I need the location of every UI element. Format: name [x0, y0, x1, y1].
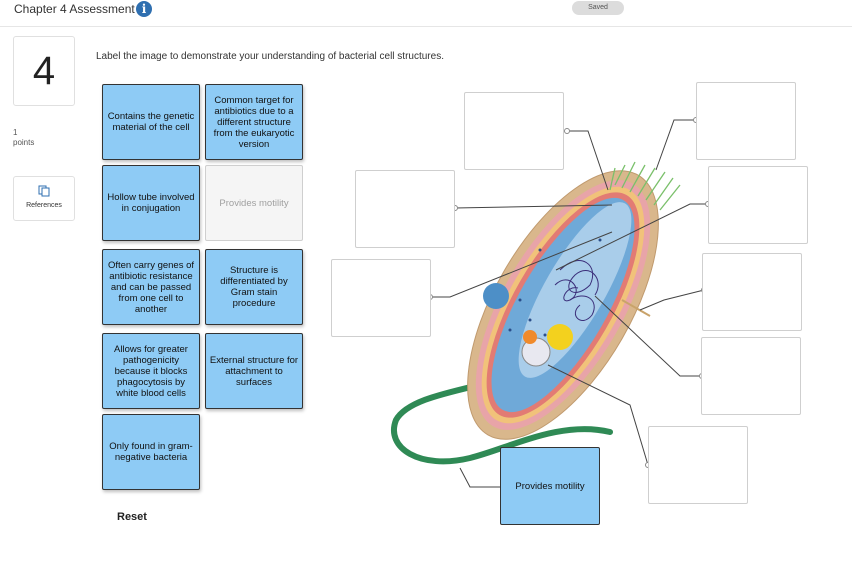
label-tile[interactable]: Contains the genetic material of the cel… [102, 84, 200, 160]
assessment-title: Chapter 4 Assessment [14, 2, 135, 16]
cytoplasm-inner [518, 202, 632, 378]
references-button[interactable]: References [13, 176, 75, 221]
saved-badge: Saved [572, 1, 624, 15]
drop-target[interactable] [355, 170, 455, 248]
points-info: 1 points [13, 128, 34, 148]
label-tile[interactable]: Structure is differentiated by Gram stai… [205, 249, 303, 325]
nucleoid-dna [554, 260, 599, 321]
sex-pilus [621, 299, 651, 317]
pili [609, 161, 681, 211]
label-tile[interactable]: Only found in gram-negative bacteria [102, 414, 200, 490]
leader-lines [430, 119, 708, 488]
drop-target[interactable] [702, 253, 802, 331]
references-label: References [26, 202, 62, 209]
inclusion-orange [523, 330, 537, 344]
inclusion-yellow [547, 324, 573, 350]
flagellum [391, 372, 613, 465]
label-tile[interactable]: Allows for greater pathogenicity because… [102, 333, 200, 409]
ribosomes [508, 238, 602, 337]
label-tile[interactable]: Often carry genes of antibiotic resistan… [102, 249, 200, 325]
reset-button[interactable]: Reset [117, 511, 147, 523]
drop-target-filled[interactable]: Provides motility [500, 447, 600, 525]
label-tile[interactable]: Common target for antibiotics due to a d… [205, 84, 303, 160]
points-label: points [13, 138, 35, 147]
drop-target[interactable] [696, 82, 796, 160]
drop-target[interactable] [701, 337, 801, 415]
drop-target[interactable] [648, 426, 748, 504]
question-number: 4 [13, 36, 75, 106]
label-tile-placeholder: Provides motility [205, 165, 303, 241]
drop-target[interactable] [464, 92, 564, 170]
points-value: 1 [13, 128, 18, 137]
assessment-header: Chapter 4 Assessment i Saved [0, 0, 852, 27]
drop-target[interactable] [331, 259, 431, 337]
vesicle [483, 283, 509, 309]
label-tile[interactable]: Hollow tube involved in conjugation [102, 165, 200, 241]
label-tile[interactable]: External structure for attachment to sur… [205, 333, 303, 409]
drop-target[interactable] [708, 166, 808, 244]
info-icon[interactable]: i [136, 1, 152, 17]
references-icon [38, 185, 50, 197]
question-prompt: Label the image to demonstrate your unde… [96, 51, 444, 62]
